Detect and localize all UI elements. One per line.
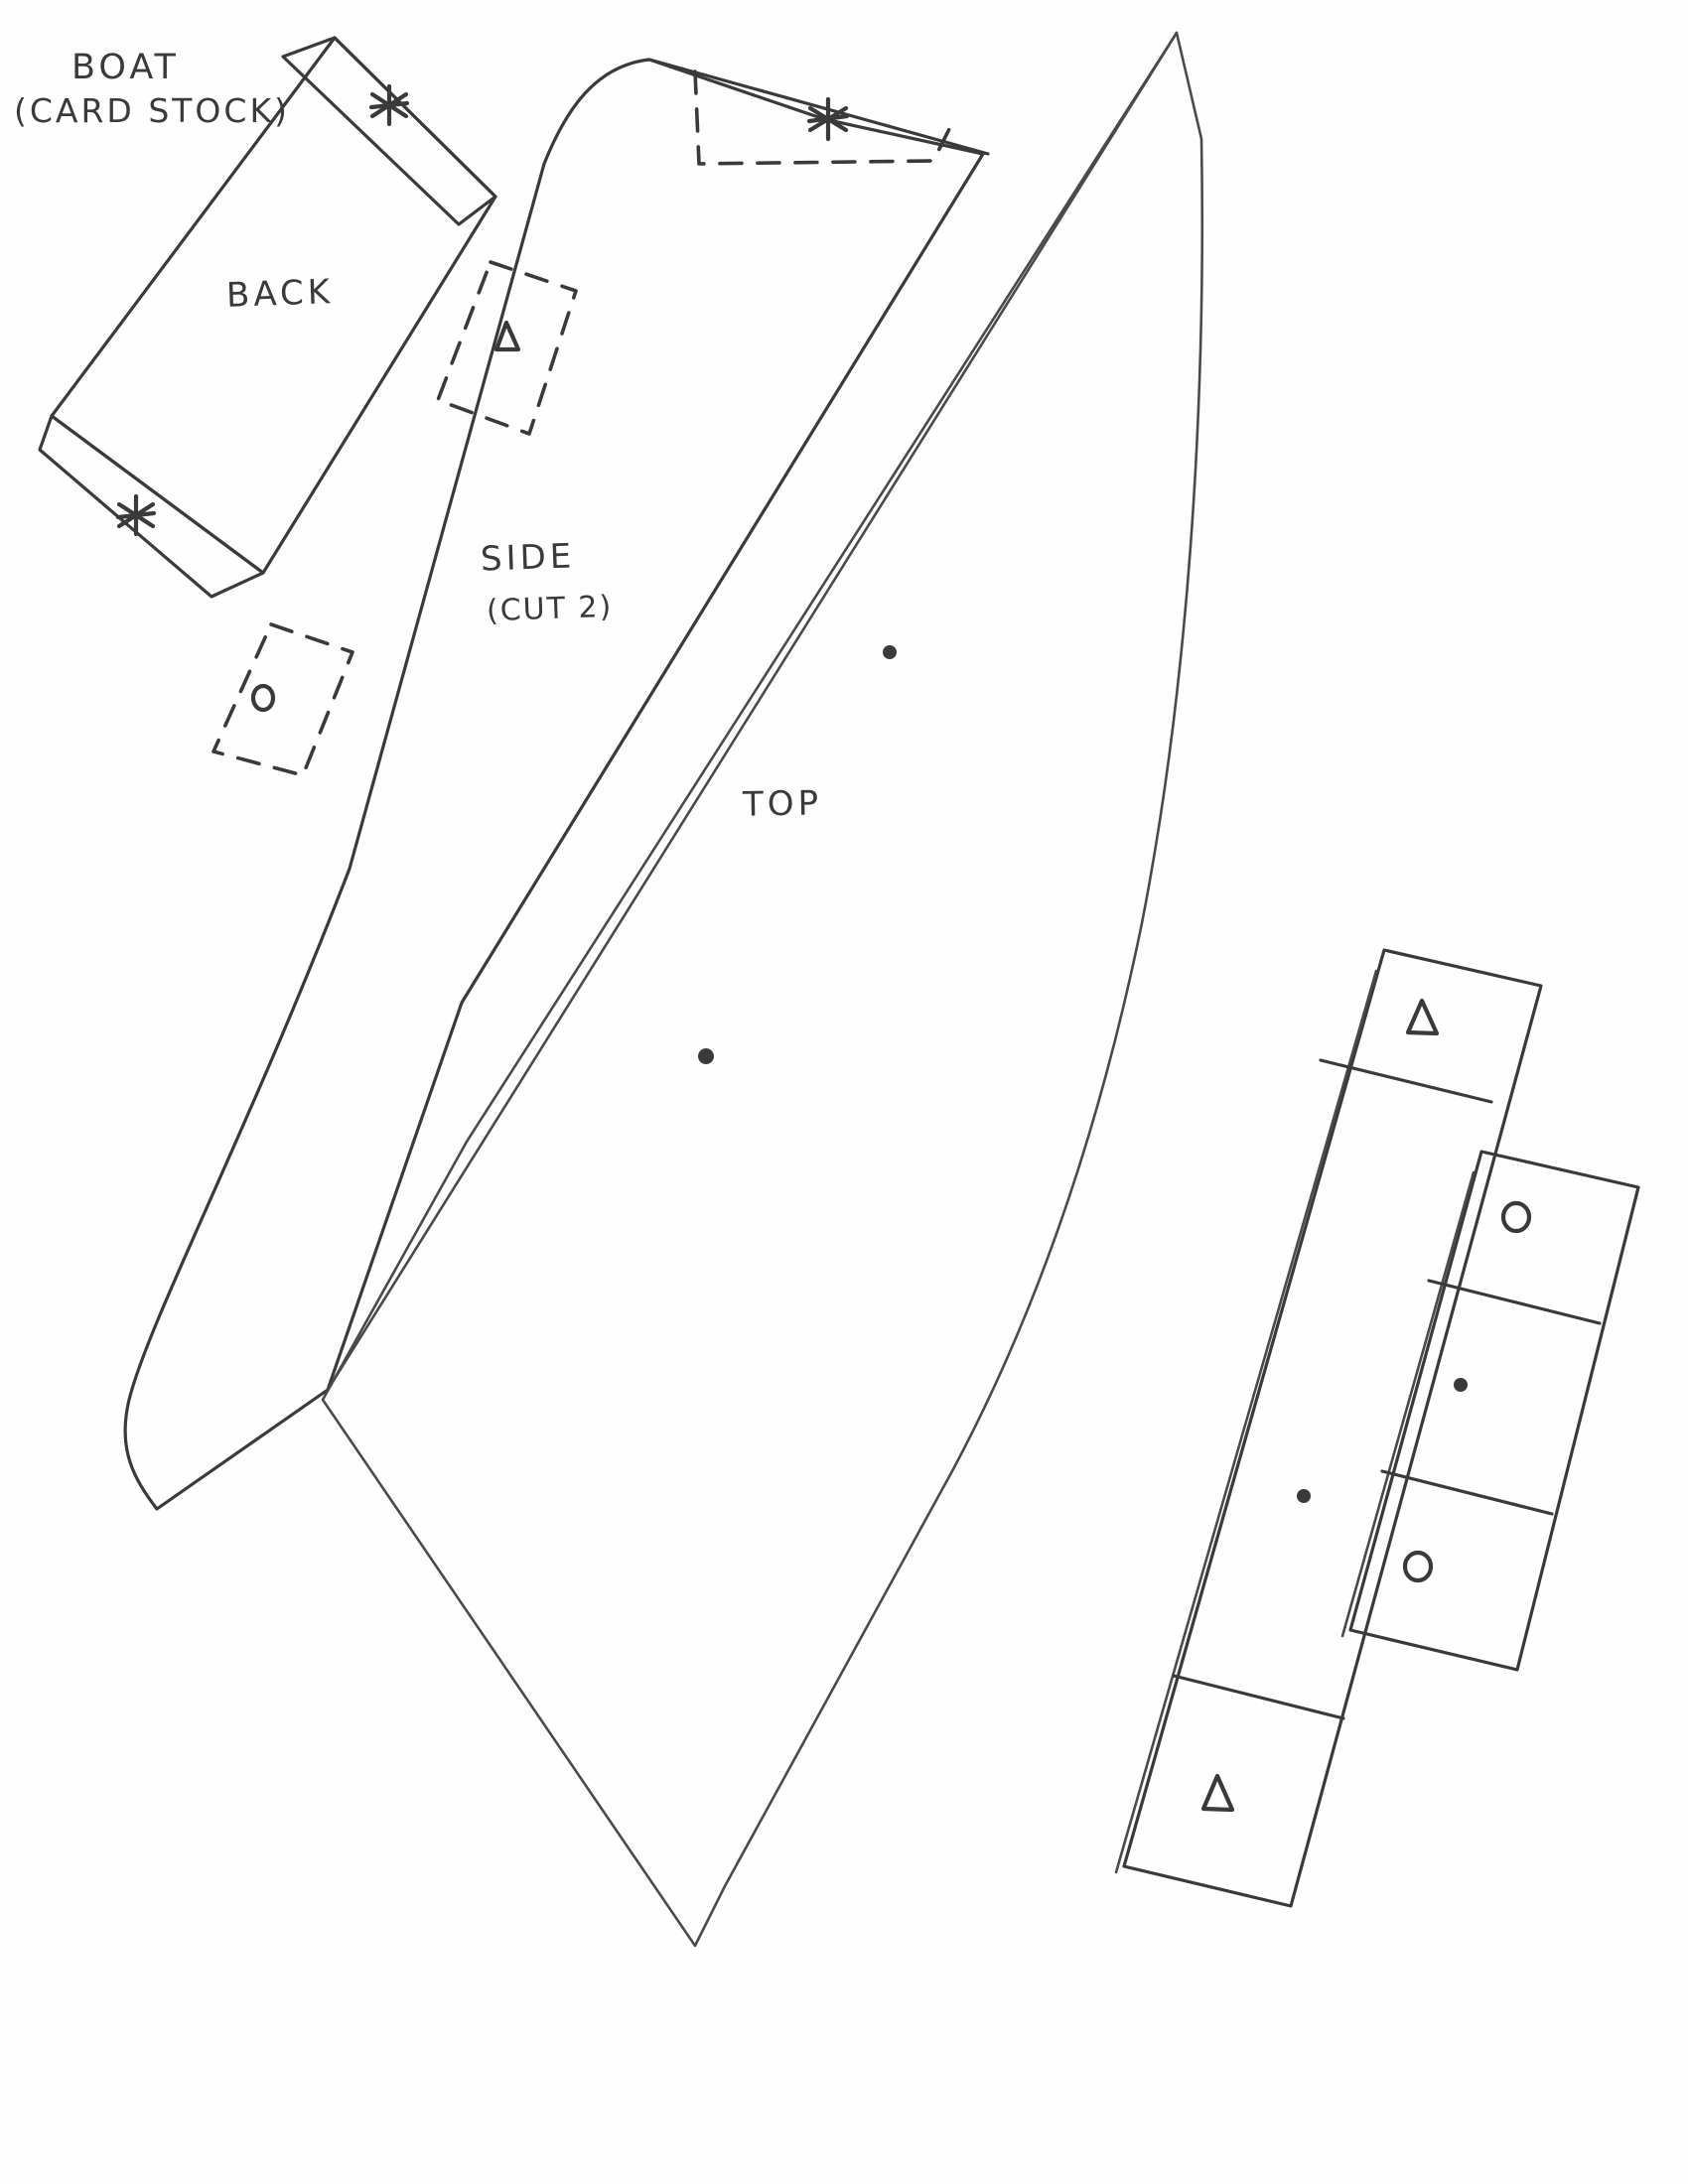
piece-top — [321, 31, 1204, 1948]
strip-right-fold-1 — [1427, 1279, 1602, 1325]
strip-right-inner-edge — [1340, 1170, 1476, 1638]
strip-right-outline — [1348, 1150, 1640, 1672]
piece-label-side: SIDE — [480, 536, 576, 580]
page-subtitle: (CARD STOCK) — [14, 91, 290, 130]
piece-strip-left — [1114, 948, 1543, 1908]
top-crease-line — [326, 31, 1179, 1392]
strip-left-fold-2 — [1172, 1674, 1345, 1720]
circle-icon — [250, 683, 276, 713]
side-flap-asterisk — [693, 69, 957, 166]
circle-icon — [1500, 1200, 1532, 1234]
strip-left-outline — [1122, 948, 1543, 1908]
dot-icon — [1454, 1378, 1468, 1392]
piece-strip-right — [1340, 1150, 1640, 1672]
triangle-icon — [1405, 998, 1440, 1036]
strip-left-inner-edge — [1114, 969, 1378, 1874]
dot-icon — [883, 645, 897, 659]
side-top-edge — [647, 58, 990, 156]
side-flap-triangle — [436, 260, 578, 436]
piece-back — [38, 36, 497, 599]
top-body-outline — [321, 31, 1204, 1948]
back-bottom-flap — [38, 414, 265, 599]
triangle-icon — [493, 320, 521, 352]
circle-icon — [1402, 1550, 1434, 1583]
piece-label-back: BACK — [225, 272, 335, 316]
strip-left-fold-1 — [1319, 1058, 1493, 1104]
dot-icon — [698, 1048, 714, 1064]
asterisk-icon — [368, 83, 410, 127]
strip-right-fold-2 — [1380, 1469, 1554, 1516]
piece-label-top: TOP — [742, 783, 823, 825]
dot-icon — [1297, 1489, 1311, 1503]
piece-label-side-quantity: (CUT 2) — [486, 589, 614, 629]
asterisk-icon — [806, 96, 850, 142]
triangle-icon — [1200, 1773, 1235, 1813]
page-title: BOAT — [71, 48, 180, 87]
asterisk-icon — [115, 493, 157, 537]
side-flap-circle — [211, 622, 354, 777]
side-body-outline — [123, 58, 985, 1511]
piece-side — [123, 58, 990, 1511]
back-top-flap — [281, 36, 497, 226]
